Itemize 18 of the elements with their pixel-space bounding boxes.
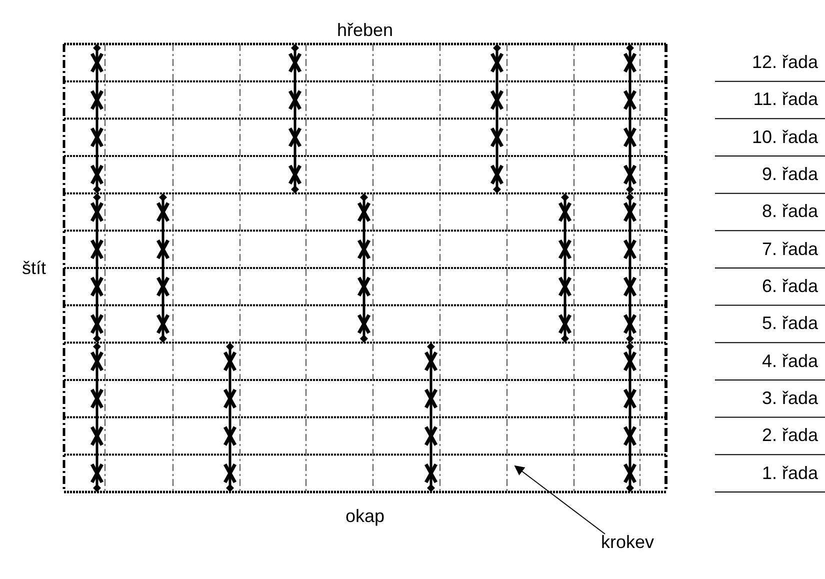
row-label: 2. řada: [762, 425, 818, 446]
row-label: 10. řada: [752, 126, 818, 147]
ridge-label: hřeben: [336, 20, 394, 40]
eaves-label: okap: [345, 506, 385, 526]
leader-line: [514, 465, 606, 534]
row-label: 6. řada: [762, 276, 818, 296]
row-label: 9. řada: [762, 164, 818, 184]
row-label: 5. řada: [762, 313, 818, 334]
row-label: 8. řada: [762, 201, 818, 222]
rafter-line: [506, 44, 508, 492]
gable-label: štít: [22, 258, 46, 278]
row-label: 3. řada: [762, 388, 818, 408]
row-label: 4. řada: [762, 350, 818, 371]
row-label: 7. řada: [762, 238, 818, 259]
row-label: 12. řada: [752, 52, 818, 72]
row-label: 11. řada: [753, 89, 818, 110]
row-label: 1. řada: [762, 462, 818, 483]
part-label: krokev: [601, 532, 654, 552]
